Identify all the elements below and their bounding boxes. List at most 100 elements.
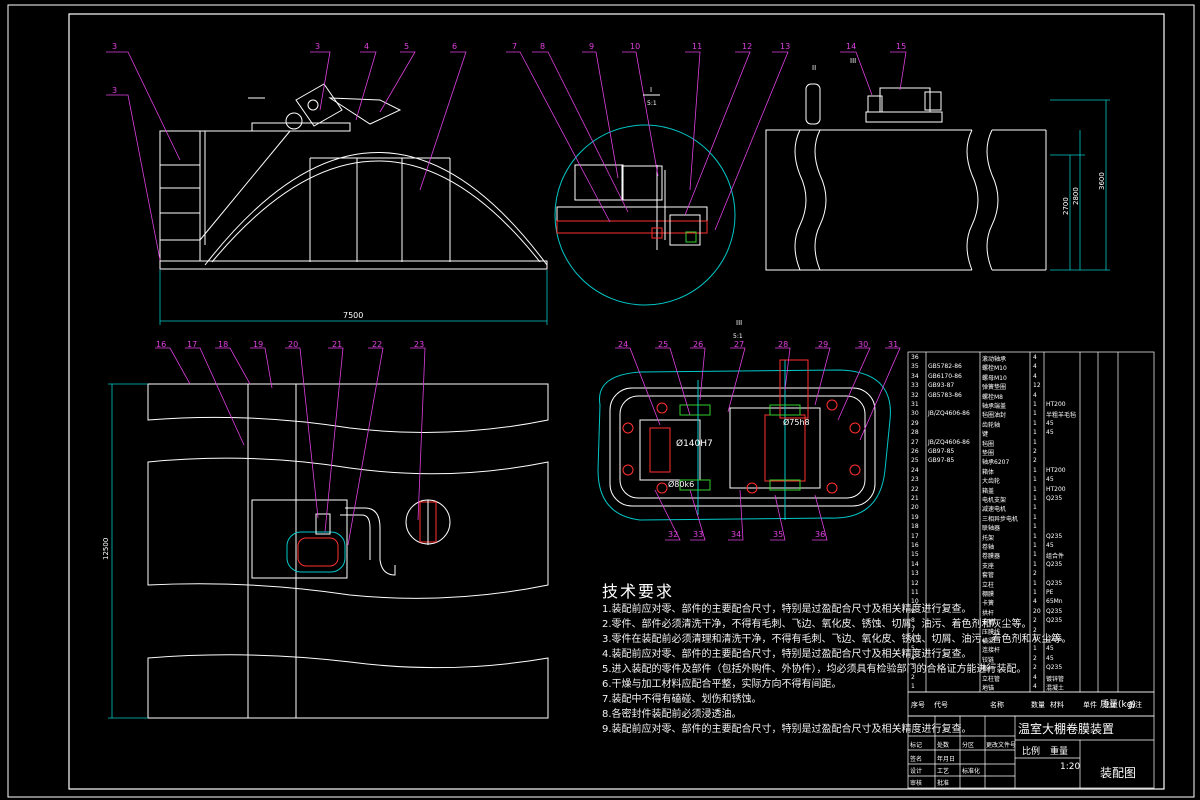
bom-cell: 29 <box>911 419 919 427</box>
bom-cell: 1 <box>1033 579 1037 587</box>
callout-gear-top: 25 <box>658 340 669 349</box>
bom-header-cell: 单件 <box>1083 701 1097 709</box>
section-II-label: II <box>812 64 816 72</box>
gear-dim-d1: Ø140H7 <box>676 438 713 449</box>
tech-requirements-title: 技术要求 <box>602 582 675 601</box>
callout-mid: 16 <box>156 340 167 349</box>
bom-cell: 2 <box>1033 654 1037 662</box>
bom-cell: 大齿轮 <box>982 478 1001 486</box>
dim-plan-length: 12500 <box>102 538 110 560</box>
callout-mid: 17 <box>187 340 198 349</box>
bom-cell: 立柱管 <box>982 675 1001 683</box>
bom-cell: HT200 <box>1046 485 1066 493</box>
callout-top: 11 <box>692 42 703 51</box>
bom-cell: 1 <box>1033 645 1037 653</box>
revision-label: 设计 <box>910 768 923 775</box>
bom-cell: 2 <box>911 673 915 681</box>
callout-gear-bottom: 33 <box>693 530 704 539</box>
inner-frame <box>68 13 1165 790</box>
bom-cell: 垫圈 <box>982 450 995 457</box>
bom-cell: 34 <box>911 372 919 380</box>
revision-label: 签名 <box>910 756 923 763</box>
bom-cell: JB/ZQ4606-86 <box>928 438 970 446</box>
bom-cell: Q235 <box>1046 617 1063 625</box>
bom-cell: 35 <box>911 363 919 371</box>
bom-cell: GB5783-86 <box>928 391 962 399</box>
bom-cell: 电机支架 <box>982 497 1007 504</box>
bom-cell: 1 <box>1033 542 1037 549</box>
detail-III <box>405 499 451 545</box>
bom-cell: 4 <box>1033 372 1037 380</box>
bom-cell: GB5782-86 <box>928 363 962 371</box>
bom-cell: 20 <box>911 504 919 512</box>
bom-header-cell: 代号 <box>934 701 948 709</box>
bom-cell: 5 <box>911 645 915 653</box>
revision-label: 分区 <box>962 742 975 749</box>
tech-requirement-line: 9.装配前应对零、部件的主要配合尺寸，特别是过盈配合尺寸及相关精度进行复查。 <box>602 724 972 735</box>
callout-top: 4 <box>364 42 370 51</box>
callout-top: 10 <box>630 42 641 51</box>
bom-cell: 10 <box>911 598 919 606</box>
bom-cell: 17 <box>911 532 919 540</box>
bom-header-cell: 序号 <box>911 701 925 709</box>
revision-label: 处数 <box>937 742 950 749</box>
bom-cell: 24 <box>911 466 919 474</box>
bom-cell: 键 <box>982 431 989 439</box>
dim-height-a: 2700 <box>1062 197 1070 215</box>
plan-view <box>147 383 549 719</box>
bom-cell: 9 <box>911 607 915 615</box>
side-view <box>765 83 1047 271</box>
bom-cell: 1 <box>1033 589 1037 596</box>
bom-cell: 卷膜器 <box>982 553 1001 561</box>
drawing-name: 温室大棚卷膜装置 <box>1018 722 1115 736</box>
bom-cell: 螺栓M10 <box>982 365 1007 373</box>
leaders-detail-I <box>506 51 789 231</box>
bom-cell: 32 <box>911 391 919 399</box>
bom-cell: 1 <box>1033 504 1037 512</box>
bom-cell: 齿轮轴 <box>982 421 1001 429</box>
section-gear-scale: 5:1 <box>733 333 743 340</box>
bom-cell: 1 <box>911 683 915 690</box>
callout-top: 14 <box>846 42 857 51</box>
callout-gear-bottom: 32 <box>668 530 679 539</box>
plan-dim <box>108 383 148 719</box>
tech-requirement-line: 8.各密封件装配前必须浸透油。 <box>602 709 742 720</box>
mass-head: 质量(kg) <box>1100 700 1136 710</box>
bom-cell: 1 <box>1033 438 1037 446</box>
bom-cell: 1 <box>1033 476 1037 484</box>
bom-cell: HT200 <box>1046 401 1066 408</box>
dim-height-b: 3600 <box>1098 172 1106 190</box>
callout-top: 5 <box>404 42 410 51</box>
bom-cell: 2 <box>1033 457 1037 465</box>
bom-cell: 铰链 <box>982 656 995 664</box>
tech-requirement-line: 5.进入装配的零件及部件（包括外购件、外协件），均必须具有检验部门的合格证方能进… <box>602 664 1027 675</box>
revision-label: 标记 <box>910 742 923 749</box>
tech-requirement-line: 7.装配中不得有磕碰、划伤和锈蚀。 <box>602 694 762 705</box>
leaders-front <box>106 51 467 261</box>
bom-cell: 卷轴 <box>982 544 995 551</box>
bom-cell: 联轴器 <box>982 525 1001 533</box>
bom-cell: GB93-87 <box>928 382 955 390</box>
bom-cell: 1 <box>1033 495 1037 502</box>
bom-cell: 45 <box>1046 654 1054 662</box>
bom-cell: 12 <box>911 579 919 587</box>
bom-cell: 弹簧垫圈 <box>982 384 1007 392</box>
callout-top: 12 <box>742 42 753 51</box>
bom-cell: 混凝土 <box>1046 685 1065 692</box>
bom-cell: 横梁 <box>982 638 995 645</box>
callout-mid: 22 <box>372 340 383 349</box>
bom-cell: 套管 <box>982 572 995 580</box>
bom-header-cell: 备注 <box>1128 701 1142 709</box>
scale-value: 1:20 <box>1060 762 1081 772</box>
bom-cell: 33 <box>911 382 919 390</box>
callout-gear-top: 31 <box>888 340 899 349</box>
bom-cell: Q235 <box>1046 636 1063 643</box>
dim-height-side: 2800 <box>1072 187 1080 205</box>
bom-cell: 20 <box>1033 607 1041 615</box>
bom-cell: 6 <box>911 636 915 643</box>
leaders-gear <box>615 347 901 541</box>
bom-cell: 1 <box>1033 560 1037 568</box>
bom-cell: 毡圈油封 <box>982 412 1007 420</box>
callout-gear-top: 30 <box>858 340 869 349</box>
bom-cell: 45 <box>1046 645 1054 653</box>
